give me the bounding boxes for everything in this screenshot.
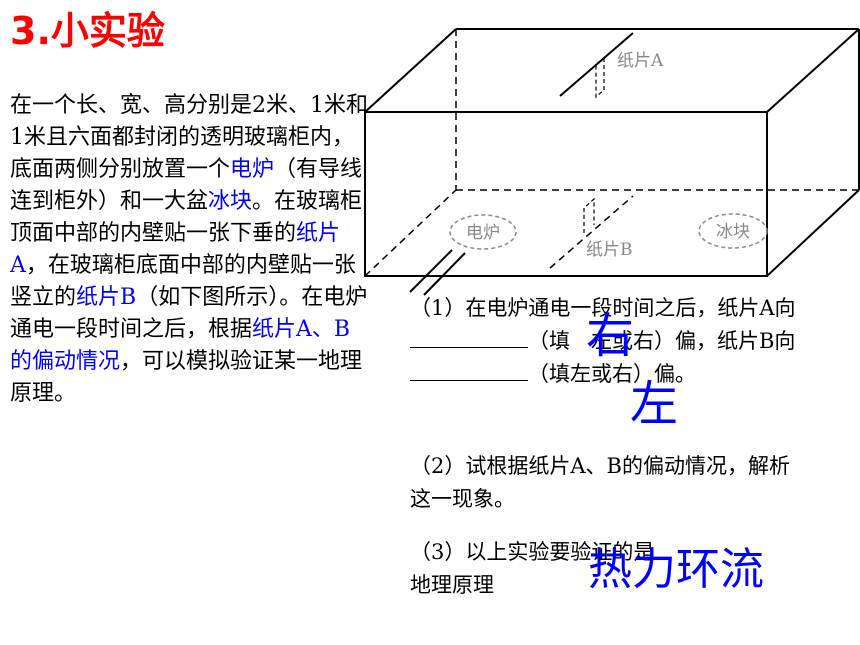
ice-ellipse <box>698 213 768 249</box>
experiment-description: 在一个长、宽、高分别是2米、1米和1米且六面都封闭的透明玻璃柜内，底面两侧分别放… <box>10 93 368 406</box>
paper-a-shape <box>595 58 605 99</box>
answer-2: 左 <box>630 376 679 432</box>
question-2: （2）试根据纸片A、B的偏动情况，解析这一现象。 <box>410 454 790 511</box>
ice-highlight: 冰块 <box>208 189 253 214</box>
paper-ab-highlight: 纸片A、B的偏动情况 <box>10 317 351 374</box>
paper-b-shape <box>583 197 595 233</box>
blank-2 <box>410 358 528 381</box>
paper-a-highlight: 纸片A <box>10 221 341 278</box>
cabinet-front-face <box>364 111 768 277</box>
stove-highlight: 电炉 <box>230 157 275 182</box>
paper-b-label: 纸片B <box>586 240 633 260</box>
answer-3: 热力环流 <box>588 544 764 595</box>
stove-ellipse <box>449 214 517 250</box>
slide-title: 3.小实验 <box>10 9 165 53</box>
ice-label: 冰块 <box>716 222 750 242</box>
paper-a-label: 纸片A <box>617 51 664 71</box>
top-center-line <box>559 32 634 97</box>
wire-1 <box>409 249 453 293</box>
question-1: （1）在电炉通电一段时间之后，纸片A向（填 左或右）偏，纸片B向（填左或右）偏。 <box>410 296 796 386</box>
wire-2 <box>423 252 466 296</box>
stove-label: 电炉 <box>466 223 500 243</box>
glass-cabinet-diagram: 纸片A 纸片B 电炉 冰块 <box>364 28 860 296</box>
answer-1: 右 <box>586 308 635 364</box>
paper-b-highlight: 纸片B <box>76 285 137 310</box>
question-3: （3）以上实验要验证的是地理原理 <box>410 540 655 597</box>
blank-1 <box>410 325 528 348</box>
